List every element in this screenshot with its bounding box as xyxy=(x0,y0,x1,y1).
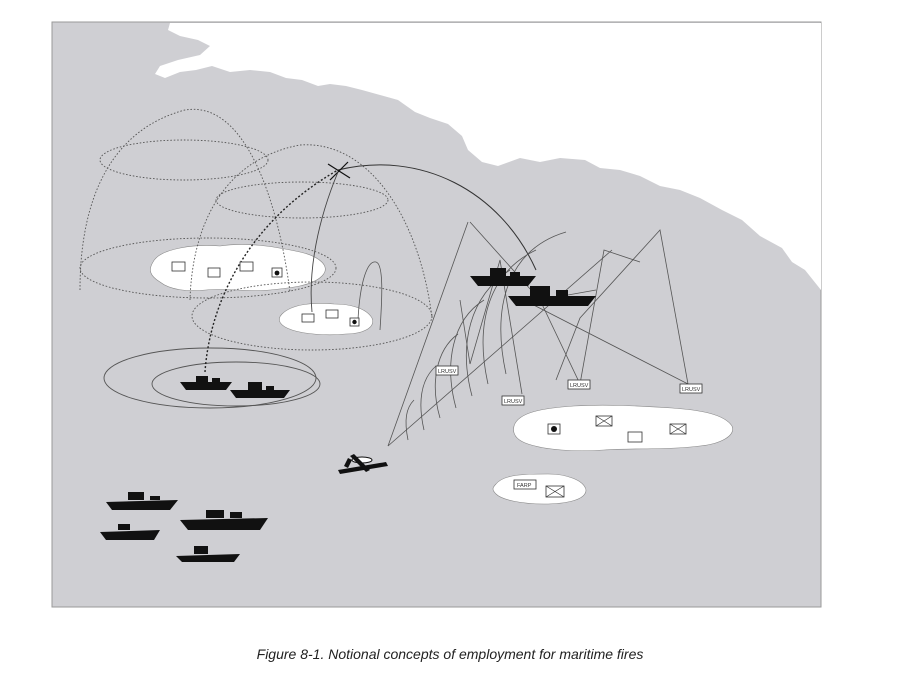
long-range-arc xyxy=(337,164,537,271)
farp-label: FARP xyxy=(513,479,537,490)
dome-2-ring-base xyxy=(191,281,433,351)
aircraft-sensor-fan xyxy=(387,221,613,447)
surface-group-left xyxy=(180,376,290,398)
loop-path xyxy=(357,261,383,331)
svg-text:LRUSV: LRUSV xyxy=(504,399,523,405)
ship-defense-ring-outer xyxy=(103,347,317,409)
missile-trajectory xyxy=(204,169,339,373)
svg-text:LRUSV: LRUSV xyxy=(570,383,589,389)
mainland-coast xyxy=(155,23,821,290)
ship-defense-ring-inner xyxy=(151,361,321,407)
lrusv-label-1: LRUSV xyxy=(435,365,459,376)
svg-text:FARP: FARP xyxy=(517,483,532,489)
island-middle-units xyxy=(301,309,360,327)
lrusv-label-2: LRUSV xyxy=(501,395,525,406)
dome-1-ring-top xyxy=(99,139,269,181)
air-defense-dome-2 xyxy=(189,144,433,319)
island-left xyxy=(150,244,326,292)
lrusv-label-3: LRUSV xyxy=(567,379,591,390)
intercept-marker xyxy=(327,161,351,181)
island-right-units xyxy=(547,415,687,443)
lrusv-label-4: LRUSV xyxy=(679,383,703,394)
dome-2-ring-top xyxy=(215,181,389,219)
island-left-units xyxy=(171,261,283,278)
dome-1-ring-base xyxy=(79,237,337,299)
fleet-bottom-left xyxy=(100,492,268,562)
island-farp xyxy=(492,473,587,505)
island-right xyxy=(513,404,733,452)
island-middle xyxy=(279,303,373,336)
air-defense-dome-1 xyxy=(79,108,291,293)
svg-text:LRUSV: LRUSV xyxy=(438,369,457,375)
interceptor-path xyxy=(310,171,339,313)
figure-caption: Figure 8-1. Notional concepts of employm… xyxy=(256,646,644,662)
surface-group-right xyxy=(470,268,596,306)
aew-aircraft xyxy=(338,454,388,474)
svg-text:LRUSV: LRUSV xyxy=(682,387,701,393)
farp-unit-symbol xyxy=(545,485,565,498)
